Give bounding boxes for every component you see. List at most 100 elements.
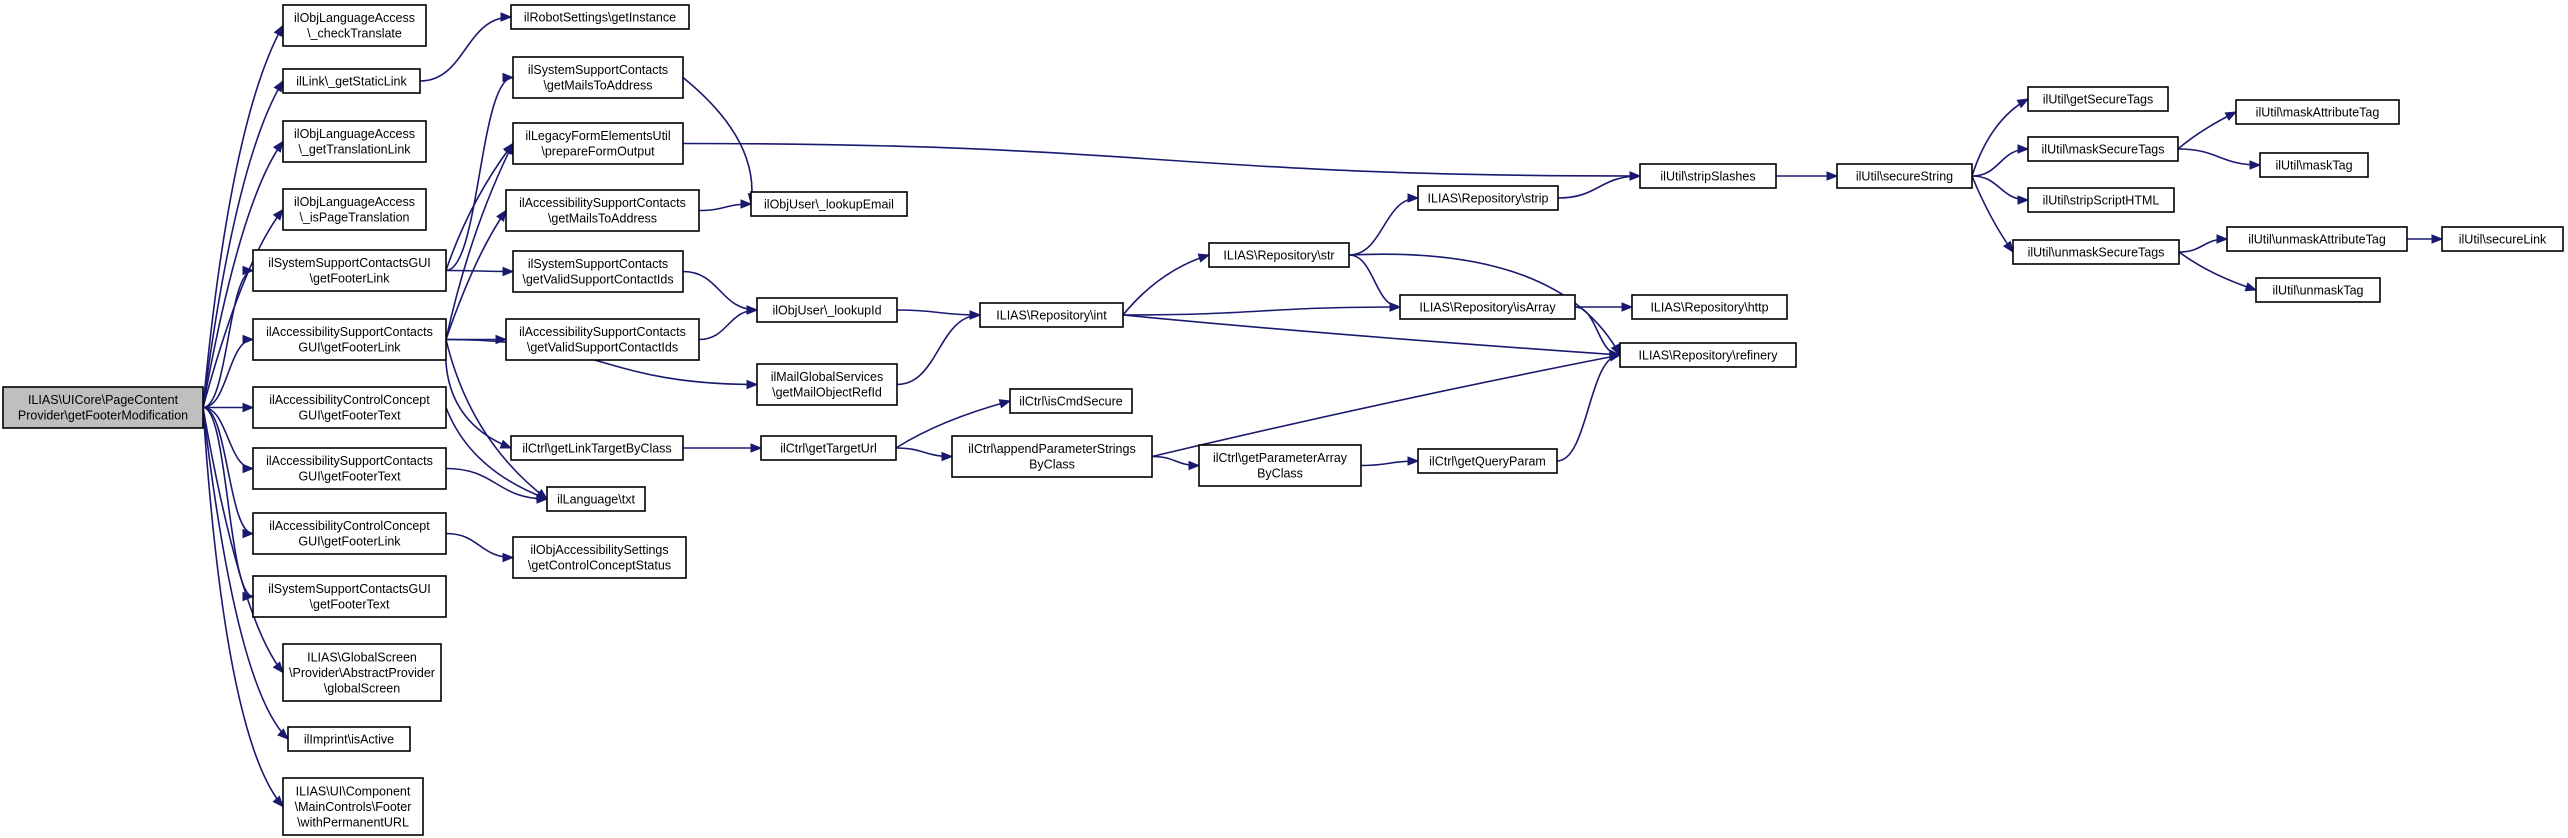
node-box bbox=[2027, 136, 2179, 162]
graph-node[interactable]: ilAccessibilityControlConceptGUI\getFoot… bbox=[252, 512, 447, 555]
graph-node[interactable]: ilRobotSettings\getInstance bbox=[510, 4, 690, 30]
node-box bbox=[1417, 185, 1559, 211]
graph-node[interactable]: ilAccessibilitySupportContactsGUI\getFoo… bbox=[252, 318, 447, 361]
graph-node[interactable]: ILIAS\UICore\PageContentProvider\getFoot… bbox=[2, 386, 204, 429]
node-label: ilUtil\maskTag bbox=[2275, 158, 2352, 172]
graph-node[interactable]: ILIAS\Repository\http bbox=[1631, 294, 1788, 320]
edge-line bbox=[682, 270, 758, 311]
arrow-head-icon bbox=[272, 661, 284, 674]
node-box bbox=[1631, 294, 1788, 320]
graph-node[interactable]: ilAccessibilitySupportContactsGUI\getFoo… bbox=[252, 447, 447, 490]
graph-node[interactable]: ilUtil\getSecureTags bbox=[2027, 86, 2169, 112]
graph-node[interactable]: ilUtil\maskSecureTags bbox=[2027, 136, 2179, 162]
graph-node[interactable]: ilAccessibilitySupportContacts\getValidS… bbox=[505, 318, 700, 361]
graph-node[interactable]: ilUtil\unmaskSecureTags bbox=[2012, 239, 2180, 265]
graph-edge bbox=[2178, 251, 2258, 292]
graph-node[interactable]: ilSystemSupportContactsGUI\getFooterLink bbox=[252, 249, 447, 292]
graph-edge bbox=[1971, 98, 2030, 177]
graph-edge bbox=[1557, 171, 1642, 199]
graph-node[interactable]: ilObjLanguageAccess\_getTranslationLink bbox=[282, 120, 427, 163]
arrow-head-icon bbox=[242, 265, 255, 276]
node-label: ilCtrl\isCmdSecure bbox=[1019, 394, 1123, 408]
node-label: ilCtrl\getQueryParam bbox=[1429, 454, 1546, 468]
graph-node[interactable]: ilLegacyFormElementsUtil\prepareFormOutp… bbox=[512, 122, 684, 165]
node-label: ilObjLanguageAccess bbox=[294, 11, 415, 25]
arrow-head-icon bbox=[242, 528, 255, 539]
graph-node[interactable]: ilUtil\secureLink bbox=[2441, 226, 2564, 252]
node-label: ilAccessibilitySupportContacts bbox=[519, 196, 686, 210]
node-box bbox=[756, 363, 898, 406]
graph-edge bbox=[682, 270, 759, 315]
arrow-head-icon bbox=[1609, 350, 1622, 360]
graph-node[interactable]: ilUtil\unmaskTag bbox=[2255, 277, 2381, 303]
graph-node[interactable]: ilUtil\stripScriptHTML bbox=[2027, 187, 2175, 213]
graph-node[interactable]: ilSystemSupportContacts\getMailsToAddres… bbox=[512, 56, 684, 99]
graph-node[interactable]: ilUtil\maskTag bbox=[2259, 152, 2369, 178]
graph-edge bbox=[1348, 254, 1402, 312]
graph-node[interactable]: ILIAS\GlobalScreen\Provider\AbstractProv… bbox=[282, 643, 442, 702]
graph-edge bbox=[682, 142, 1642, 181]
graph-node[interactable]: ilObjLanguageAccess\_checkTranslate bbox=[282, 4, 427, 47]
graph-node[interactable]: ilObjAccessibilitySettings\getControlCon… bbox=[512, 536, 687, 579]
graph-node[interactable]: ilAccessibilitySupportContacts \getMailsT… bbox=[505, 189, 700, 232]
graph-node[interactable]: ilObjLanguageAccess\_isPageTranslation bbox=[282, 188, 427, 231]
node-box bbox=[756, 297, 898, 323]
arrow-head-icon bbox=[2249, 160, 2262, 170]
graph-node[interactable]: ilUtil\secureString bbox=[1836, 163, 1973, 189]
node-box bbox=[951, 435, 1153, 478]
graph-node[interactable]: ilCtrl\getLinkTargetByClass bbox=[510, 435, 684, 461]
graph-node[interactable]: ilUtil\stripSlashes bbox=[1639, 163, 1777, 189]
graph-node[interactable]: ILIAS\Repository\int bbox=[979, 302, 1124, 328]
node-box bbox=[1198, 444, 1362, 487]
graph-edge bbox=[2177, 148, 2262, 170]
graph-edge bbox=[445, 142, 514, 271]
arrow-head-icon bbox=[502, 552, 515, 563]
node-label: ilSystemSupportContacts bbox=[528, 257, 668, 271]
node-label: ilCtrl\appendParameterStrings bbox=[968, 442, 1135, 456]
arrow-head-icon bbox=[273, 24, 284, 37]
graph-node[interactable]: ilObjUser\_lookupEmail bbox=[750, 191, 908, 217]
node-box bbox=[252, 575, 447, 618]
graph-node[interactable]: ilCtrl\isCmdSecure bbox=[1009, 388, 1133, 414]
edge-line bbox=[896, 314, 981, 386]
edge-line bbox=[202, 269, 254, 409]
graph-node[interactable]: ilImprint\isActive bbox=[287, 726, 411, 752]
node-label: \Provider\AbstractProvider bbox=[289, 666, 435, 680]
graph-edge bbox=[1360, 456, 1420, 467]
graph-node[interactable]: ILIAS\Repository\strip bbox=[1417, 185, 1559, 211]
graph-node[interactable]: ilAccessibilityControlConceptGUI\getFoot… bbox=[252, 386, 447, 429]
graph-node[interactable]: ILIAS\Repository\refinery bbox=[1619, 342, 1797, 368]
arrow-head-icon bbox=[2244, 282, 2258, 292]
graph-edge bbox=[1574, 306, 1622, 360]
graph-edge bbox=[202, 407, 289, 740]
edge-line bbox=[445, 76, 514, 272]
graph-node[interactable]: ilSystemSupportContactsGUI\getFooterText bbox=[252, 575, 447, 618]
graph-node[interactable]: ilCtrl\getQueryParam bbox=[1417, 448, 1558, 474]
graph-node[interactable]: ilUtil\maskAttributeTag bbox=[2235, 99, 2400, 125]
node-label: \_getTranslationLink bbox=[298, 143, 411, 157]
graph-edge bbox=[202, 407, 284, 674]
node-box bbox=[1208, 242, 1350, 268]
graph-node[interactable]: ILIAS\UI\Component\MainControls\Footer\w… bbox=[282, 777, 424, 836]
graph-node[interactable]: ilLanguage\txt bbox=[546, 486, 646, 512]
arrow-head-icon bbox=[1826, 171, 1839, 181]
graph-node[interactable]: ILIAS\Repository\isArray bbox=[1399, 294, 1576, 320]
arrow-head-icon bbox=[502, 72, 515, 83]
node-label: ilUtil\stripSlashes bbox=[1660, 169, 1755, 183]
graph-node[interactable]: ilCtrl\getTargetUrl bbox=[760, 435, 897, 461]
node-label: \getMailsToAddress bbox=[548, 212, 657, 226]
graph-node[interactable]: ilObjUser\_lookupId bbox=[756, 297, 898, 323]
graph-node[interactable]: ILIAS\Repository\str bbox=[1208, 242, 1350, 268]
arrow-head-icon bbox=[2224, 111, 2238, 121]
edge-line bbox=[1971, 98, 2029, 177]
arrow-head-icon bbox=[2216, 234, 2229, 244]
graph-edge bbox=[203, 402, 255, 413]
graph-node[interactable]: ilMailGlobalServices\getMailObjectRefId bbox=[756, 363, 898, 406]
graph-node[interactable]: ilLink\_getStaticLink bbox=[282, 68, 421, 94]
graph-node[interactable]: ilUtil\unmaskAttributeTag bbox=[2226, 226, 2408, 252]
graph-node[interactable]: ilSystemSupportContacts\getValidSupportC… bbox=[512, 250, 684, 293]
node-box bbox=[1009, 388, 1133, 414]
edge-line bbox=[444, 339, 512, 449]
